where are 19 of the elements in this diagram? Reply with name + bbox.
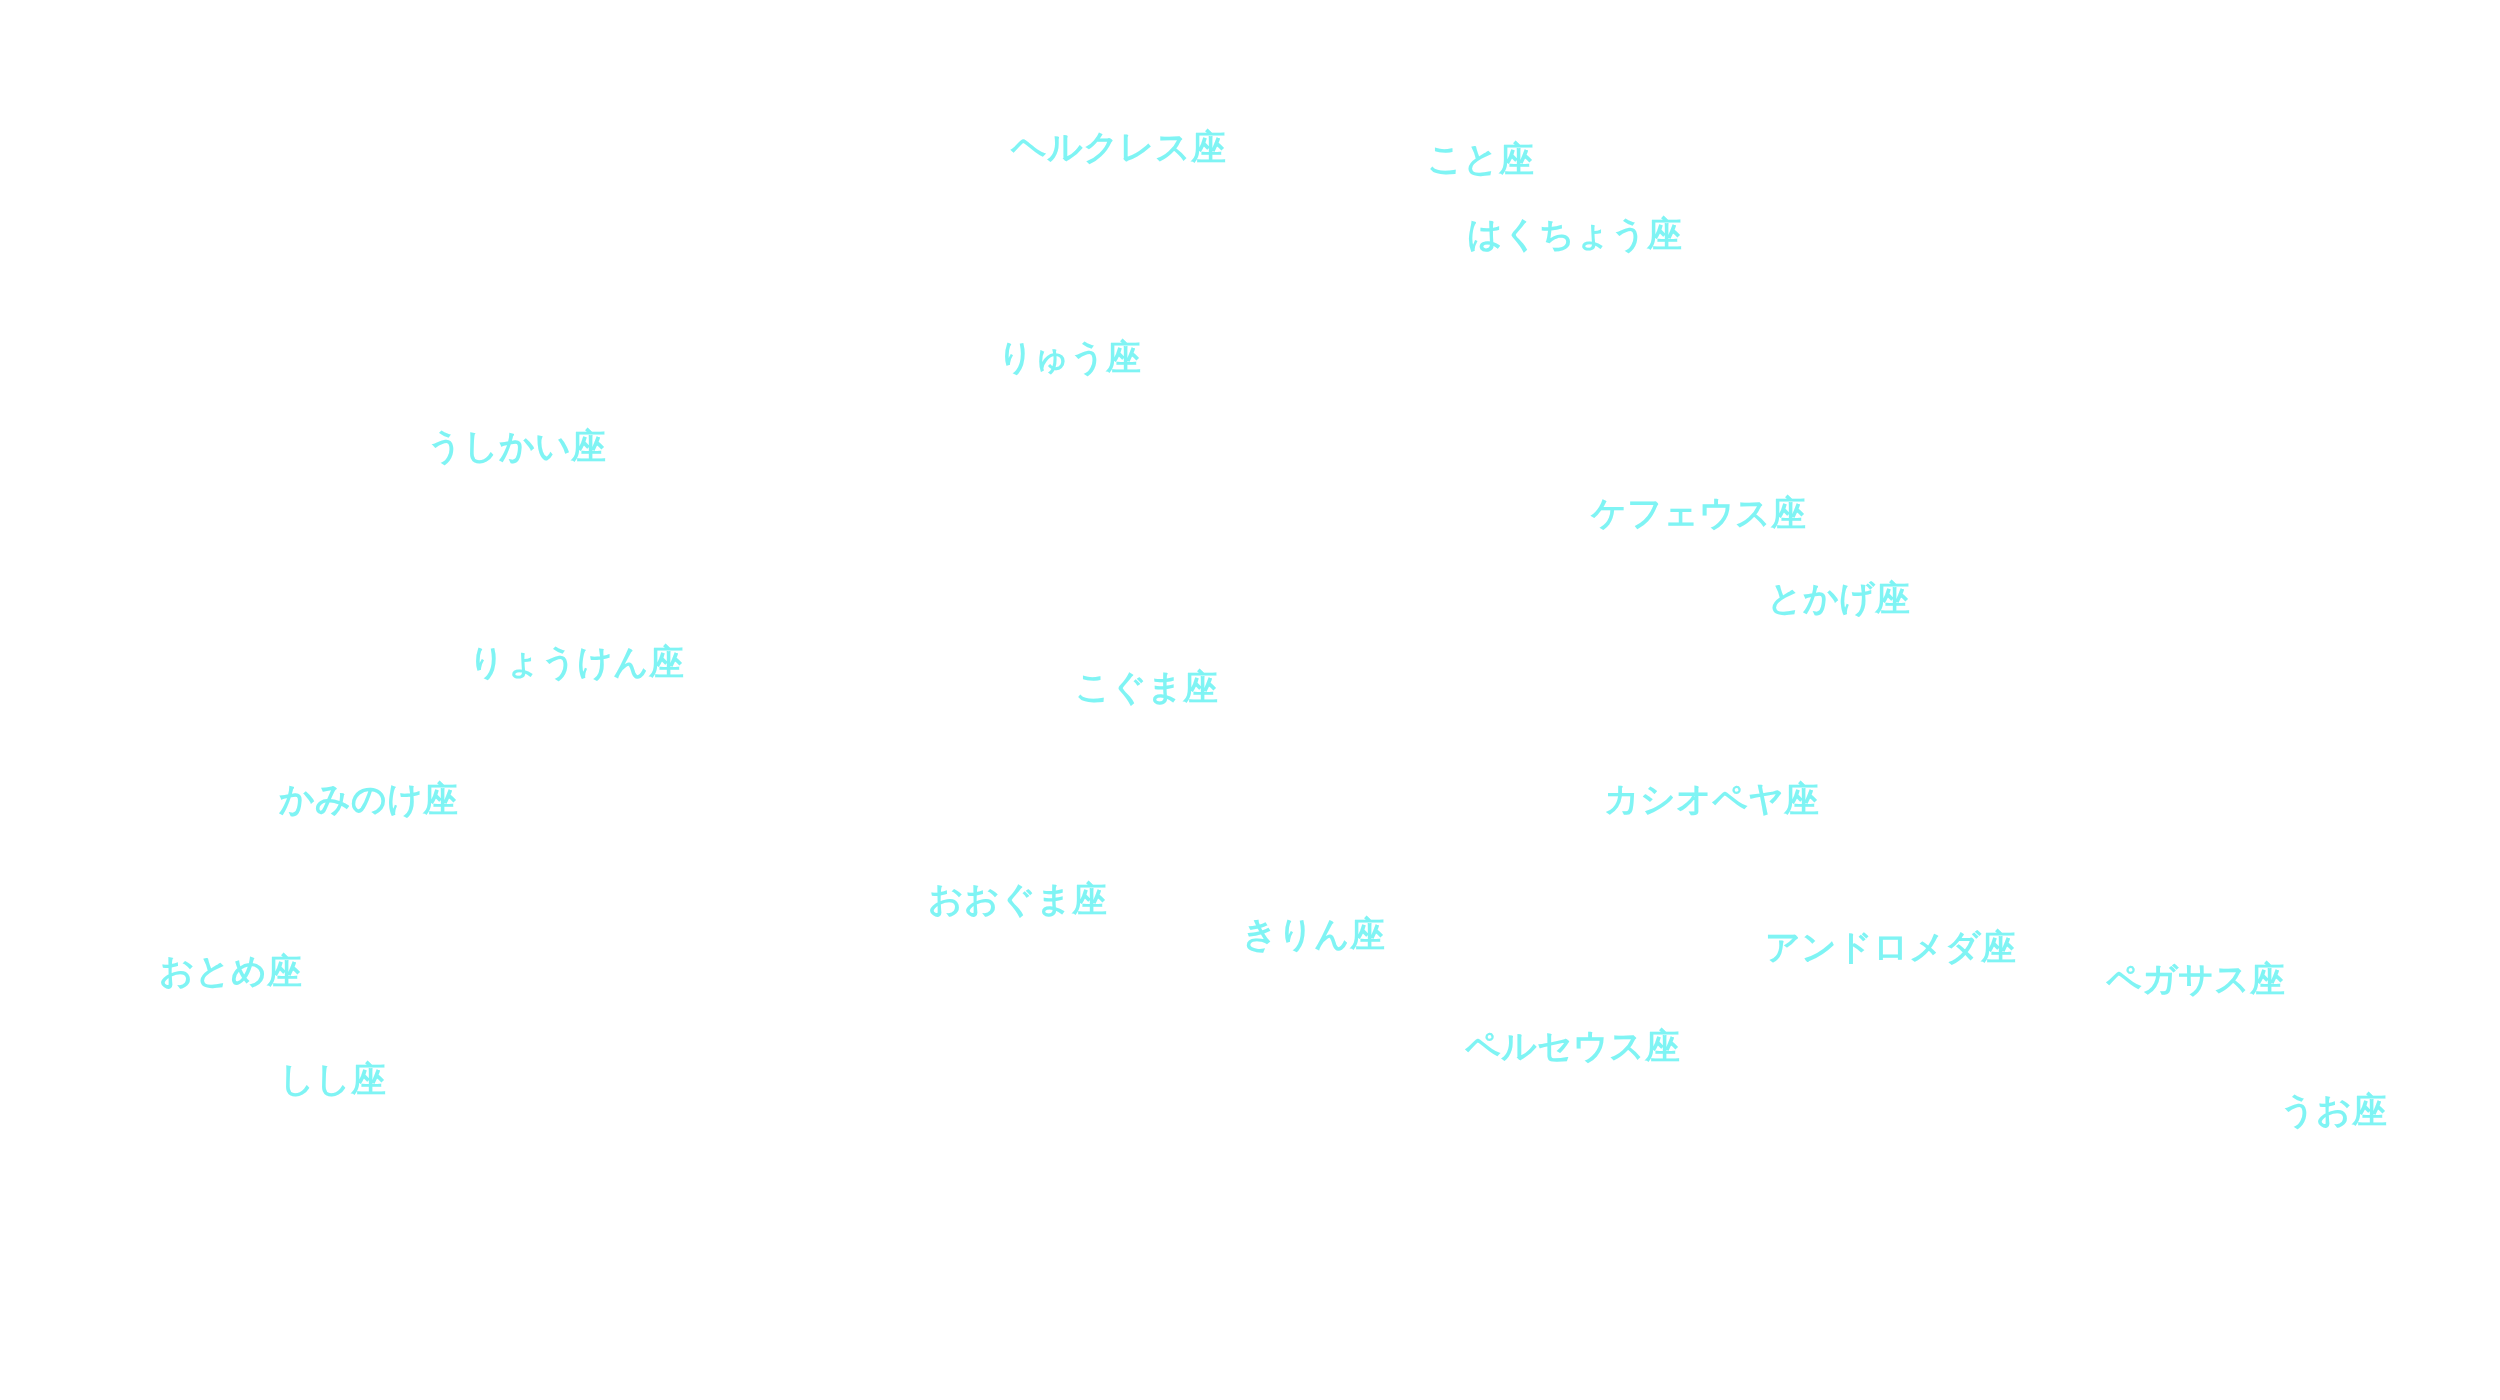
constellation-label: こぐま座: [1075, 669, 1218, 705]
constellation-label: ペガサス座: [2106, 961, 2285, 997]
constellation-label: はくちょう座: [1467, 216, 1682, 252]
constellation-label: りゅう座: [998, 339, 1141, 375]
constellation-label: うしかい座: [427, 428, 606, 464]
constellation-label: しし座: [279, 1061, 386, 1097]
constellation-label: ケフェウス座: [1591, 495, 1806, 531]
constellation-label: おとめ座: [159, 953, 302, 989]
constellation-label: ヘルクレス座: [1011, 129, 1226, 165]
constellation-label: ペルセウス座: [1465, 1028, 1680, 1064]
constellation-label: かみのけ座: [279, 781, 458, 817]
constellation-label: うお座: [2280, 1092, 2387, 1128]
constellation-label: おおぐま座: [928, 881, 1107, 917]
constellation-label: とかげ座: [1767, 580, 1910, 616]
constellation-label: アンドロメダ座: [1765, 929, 2016, 965]
constellation-label: こと座: [1427, 141, 1534, 177]
constellation-label: りょうけん座: [469, 644, 684, 680]
constellation-label: きりん座: [1242, 916, 1385, 952]
constellation-label: カシオペヤ座: [1604, 781, 1819, 817]
